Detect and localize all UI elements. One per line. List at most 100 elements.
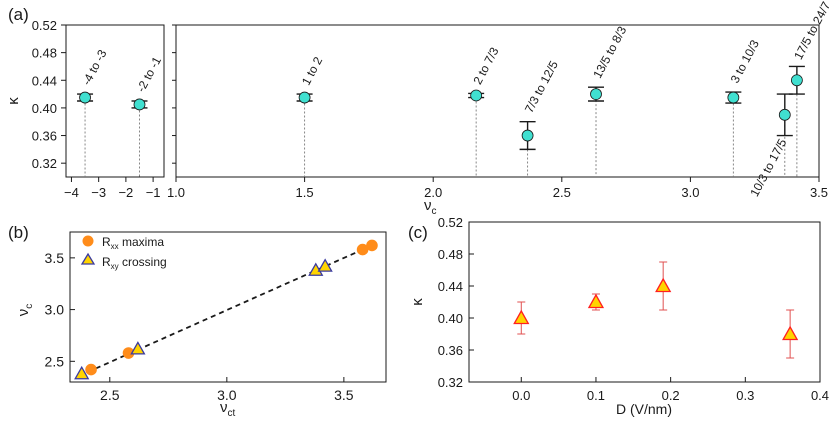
panel-c-y-tick-label: 0.32	[438, 375, 463, 390]
panel-c-y-tick-label: 0.48	[438, 247, 463, 262]
panel-b-x-label: νct	[220, 399, 236, 419]
panel-a-point	[79, 91, 91, 104]
panel-b-label: (b)	[8, 223, 29, 242]
panel-a-x-axis: −4 −3 −2 −1 1.0 1.5 2.0 2.5 3.0 3.5	[64, 177, 828, 200]
panel-a-point-label: 17/5 to 24/7	[791, 0, 830, 62]
panel-a-guide-lines	[84, 86, 798, 177]
panel-a-y-tick-label: 0.36	[32, 129, 57, 144]
panel-c-y-tick-label: 0.36	[438, 343, 463, 358]
panel-a-x-label-sub: c	[432, 206, 437, 217]
panel-c-frame	[468, 221, 821, 383]
legend-rxy-marker	[80, 252, 96, 265]
panel-a-x-tick-label: 2.5	[553, 185, 571, 200]
panel-a-point-label: 1 to 2	[299, 54, 326, 87]
panel-c-x-tick-label: 0.4	[811, 388, 829, 403]
panel-b-legend: Rxx maxima Rxy crossing	[80, 235, 167, 271]
panel-a-point	[133, 98, 146, 111]
panel-b-y-tick-label: 3.0	[45, 302, 65, 318]
panel-a-point	[470, 89, 483, 102]
panel-b-rxy-point	[130, 341, 146, 355]
panel-b-rxx-point	[85, 363, 97, 376]
panel-c-x-tick-label: 0.0	[512, 388, 530, 403]
legend-rxy-sub: xy	[111, 262, 119, 271]
panel-a-point-label: -4 to -3	[79, 47, 109, 87]
panel-a-x-tick-label: −1	[146, 185, 161, 200]
panel-a-point	[298, 91, 311, 104]
panel-a-x-tick-label: −2	[118, 185, 133, 200]
panel-b-x-tick-label: 3.5	[334, 387, 354, 403]
panel-a-x-tick-label: −4	[64, 185, 79, 200]
panel-c-label: (c)	[408, 223, 428, 242]
legend-rxy-label: Rxy crossing	[102, 255, 167, 271]
panel-c-y-tick-label: 0.40	[438, 311, 463, 326]
legend-rxx-main: R	[102, 235, 111, 249]
legend-rxy-main: R	[102, 255, 111, 269]
panel-a-point	[521, 129, 534, 142]
panel-c-x-tick-label: 0.3	[736, 388, 754, 403]
panel-a-x-label: νc	[424, 197, 437, 217]
panel-a-y-label: κ	[5, 97, 22, 105]
panel-a-point	[790, 74, 803, 87]
panel-a-point-label: 13/5 to 8/3	[590, 24, 629, 81]
panel-a-y-tick-label: 0.52	[32, 18, 57, 33]
panel-a-point	[590, 88, 602, 100]
panel-a-point-label: 10/3 to 17/5	[747, 136, 789, 199]
panel-a-points	[77, 65, 805, 151]
panel-a-x-tick-label: 3.5	[810, 185, 828, 200]
panel-a-point	[727, 91, 740, 104]
panel-c-x-label: D (V/nm)	[616, 401, 672, 417]
panel-a-right-frame	[175, 24, 820, 178]
panel-a-point-label: -2 to -1	[134, 54, 164, 94]
panel-c-point	[655, 277, 672, 293]
panel-c-points	[513, 261, 799, 359]
panel-a-point	[778, 108, 791, 121]
panel-a-y-tick-label: 0.40	[32, 101, 57, 116]
panel-a-x-tick-label: −3	[91, 185, 106, 200]
panel-a-x-tick-label: 2.0	[424, 185, 442, 200]
panel-c-x-tick-label: 0.2	[662, 388, 680, 403]
panel-c-point	[513, 309, 530, 325]
panel-a-point-label: 7/3 to 12/5	[522, 58, 561, 115]
panel-c-x-tick-label: 0.1	[587, 388, 605, 403]
panel-a-point-label: 3 to 10/3	[728, 37, 762, 85]
panel-a-point-label: 2 to 7/3	[470, 45, 501, 87]
panel-b-rxx-point	[122, 347, 135, 359]
panel-a-left-frame	[65, 24, 165, 178]
panel-a-x-tick-label: 3.0	[681, 185, 699, 200]
panel-a-y-tick-label: 0.48	[32, 46, 57, 61]
legend-rxx-label: Rxx maxima	[102, 235, 164, 251]
panel-c-y-tick-label: 0.52	[438, 215, 463, 230]
panel-b-frame	[69, 231, 387, 383]
panel-b-rxx-point	[366, 239, 378, 252]
panel-a-y-tick-label: 0.44	[32, 73, 57, 88]
panel-b-y-label: νc	[15, 304, 35, 317]
panel-a-y-axis: 0.320.360.400.440.480.52	[32, 18, 176, 171]
panel-a-x-tick-label: 1.5	[296, 185, 314, 200]
panel-b-x-label-main: ν	[220, 399, 228, 416]
legend-rxx-rest: maxima	[119, 235, 165, 249]
panel-b-points	[74, 239, 378, 380]
panel-c-y-label: κ	[409, 298, 426, 306]
panel-b-y-label-sub: c	[24, 304, 35, 309]
panel-c-y-tick-label: 0.44	[438, 279, 463, 294]
panel-b-y-tick-label: 3.5	[45, 250, 65, 266]
panel-c-point	[782, 325, 799, 341]
panel-b-rxy-point	[74, 365, 90, 380]
panel-a-point-labels: -4 to -3 -2 to -1 1 to 2 2 to 7/3 7/3 to 12/…	[79, 0, 830, 199]
panel-a-x-tick-label: 1.0	[167, 185, 185, 200]
panel-b-y-label-main: ν	[15, 309, 32, 317]
panel-b-x-tick-label: 3.0	[217, 387, 237, 403]
panel-b-rxy-point	[317, 258, 333, 272]
panel-a-x-label-main: ν	[424, 197, 432, 214]
panel-b-rxx-point	[356, 243, 369, 256]
legend-rxx-marker	[82, 235, 94, 247]
panel-b-x-label-sub: ct	[228, 408, 236, 419]
legend-rxx-sub: xx	[111, 242, 119, 251]
panel-a-label: (a)	[8, 5, 29, 24]
panel-b-x-tick-label: 2.5	[100, 387, 120, 403]
